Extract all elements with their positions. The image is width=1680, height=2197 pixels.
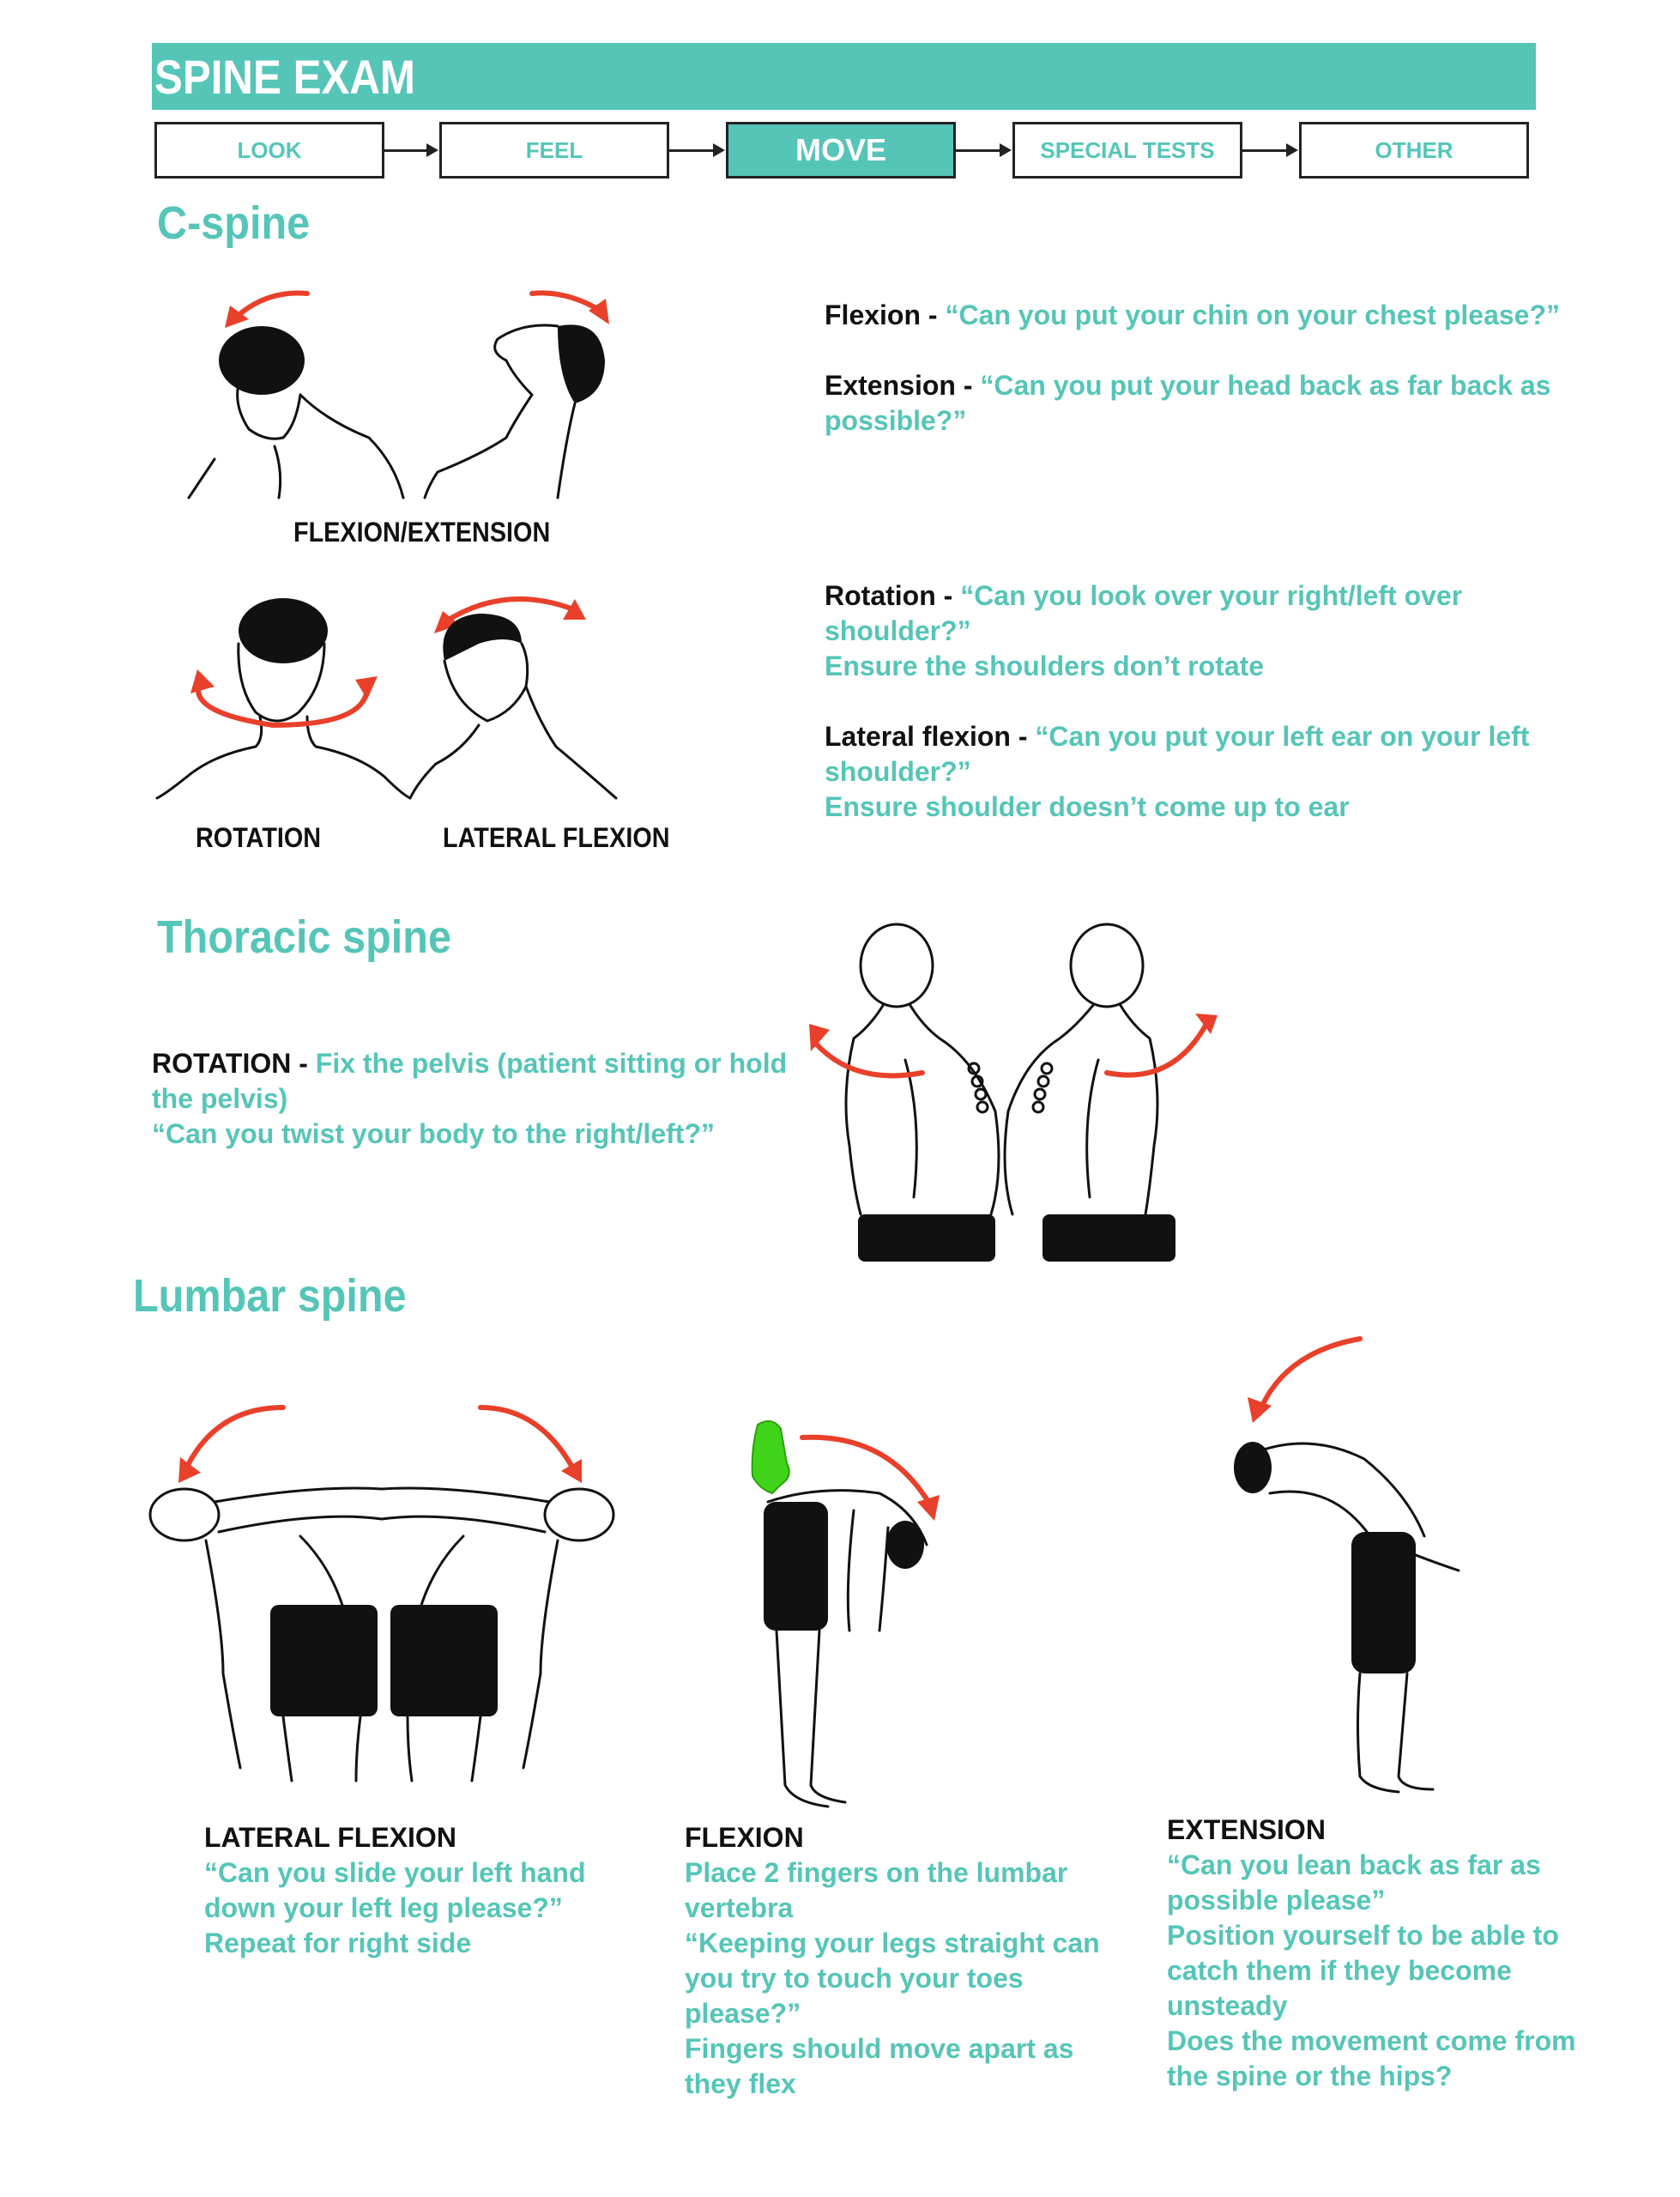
cspine-flexion-extension-illustration <box>187 290 609 499</box>
cspine-flexion-extension-caption: FLEXION/EXTENSION <box>293 517 551 548</box>
right-arrow-icon <box>1000 143 1012 157</box>
lumbar-extension-illustration <box>1234 1336 1460 1794</box>
right-arrow-icon <box>669 149 714 152</box>
right-arrow-icon <box>956 149 1000 152</box>
curved-arrow-icon <box>1104 1023 1208 1078</box>
lumbar-extension-text: EXTENSION “Can you lean back as far as p… <box>1167 1814 1576 2091</box>
page-title: SPINE EXAM <box>154 50 415 104</box>
cspine-rotation-caption: ROTATION <box>196 822 322 853</box>
cspine-rotation-label: Rotation - <box>825 580 961 611</box>
header-banner <box>152 43 1536 110</box>
cspine-title: C-spine <box>157 197 311 249</box>
curved-arrow-icon <box>1259 1336 1363 1410</box>
lumbar-flexion-text: FLEXION Place 2 fingers on the lumbar ve… <box>685 1822 1100 2099</box>
curved-arrow-icon <box>800 1434 934 1509</box>
cspine-lateral-flexion-caption: LATERAL FLEXION <box>443 822 670 853</box>
lumbar-lateral-flexion-label: LATERAL FLEXION <box>204 1822 456 1853</box>
thoracic-title: Thoracic spine <box>157 911 452 963</box>
cspine-extension-text: Extension - “Can you put your head back … <box>825 370 1551 436</box>
finger-marker-icon <box>751 1420 790 1495</box>
lumbar-flexion-label: FLEXION <box>685 1822 804 1853</box>
curved-arrow-icon <box>182 1405 286 1474</box>
cspine-flexion-text: Flexion - “Can you put your chin on your… <box>825 300 1560 330</box>
step-look[interactable]: LOOK <box>154 122 384 179</box>
curved-arrow-icon <box>233 290 310 320</box>
cspine-lateral-flexion-text: Lateral flexion - “Can you put your left… <box>825 721 1530 822</box>
curved-arrow-icon <box>442 596 576 625</box>
curved-arrow-icon <box>813 1040 925 1079</box>
step-move[interactable]: MOVE <box>726 122 956 179</box>
cspine-flexion-label: Flexion - <box>825 300 946 330</box>
right-arrow-icon <box>384 149 427 152</box>
cspine-lateral-flexion-label: Lateral flexion - <box>825 721 1036 752</box>
thoracic-rotation-label: ROTATION - <box>152 1048 316 1079</box>
lumbar-lateral-flexion-text: LATERAL FLEXION “Can you slide your left… <box>204 1822 586 1958</box>
lumbar-title: Lumbar spine <box>133 1270 407 1322</box>
cspine-rotation-text: Rotation - “Can you look over your right… <box>825 580 1463 681</box>
step-other[interactable]: OTHER <box>1299 122 1529 179</box>
right-arrow-icon <box>426 143 438 157</box>
right-arrow-icon <box>1242 149 1287 152</box>
lumbar-flexion-illustration <box>751 1420 940 1808</box>
curved-arrow-icon <box>529 290 603 313</box>
curved-arrow-icon <box>478 1405 577 1474</box>
right-arrow-icon <box>713 143 725 157</box>
right-arrow-icon <box>1286 143 1298 157</box>
step-special-tests[interactable]: SPECIAL TESTS <box>1012 122 1242 179</box>
curved-arrow-icon <box>196 680 370 729</box>
cspine-rotation-lateral-illustration <box>155 596 618 800</box>
step-feel[interactable]: FEEL <box>439 122 669 179</box>
thoracic-rotation-text: ROTATION - Fix the pelvis (patient sitti… <box>152 1048 788 1149</box>
cspine-extension-label: Extension - <box>825 370 981 401</box>
lumbar-extension-label: EXTENSION <box>1167 1814 1326 1845</box>
thoracic-rotation-illustration <box>809 923 1218 1262</box>
lumbar-lateral-flexion-illustration <box>148 1405 615 1782</box>
